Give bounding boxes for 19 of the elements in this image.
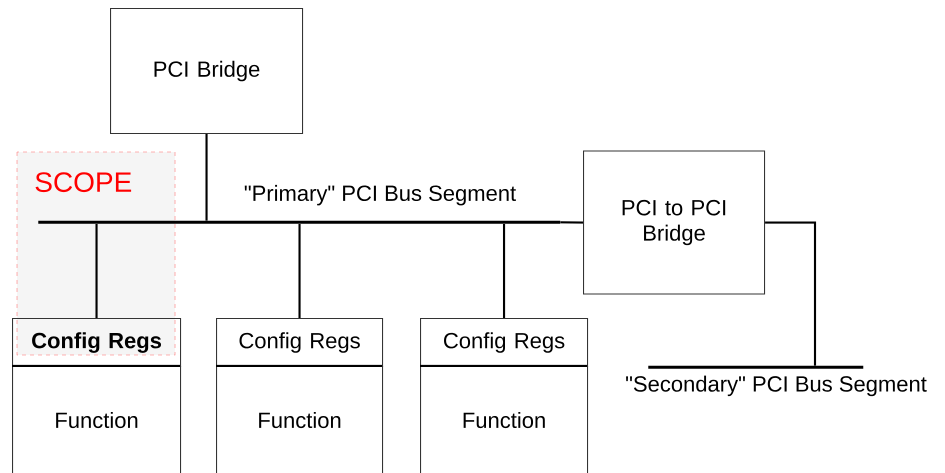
connector-line: [560, 221, 584, 224]
bus-label: "Secondary" PCI Bus Segment: [626, 376, 927, 396]
bridge-box: PCI to PCI Bridge: [583, 150, 766, 295]
register-box: Config Regs: [12, 318, 182, 368]
connector-line: [502, 224, 506, 318]
connector-line: [298, 224, 301, 318]
bus-line: [648, 366, 864, 369]
connector-line: [95, 224, 98, 318]
bus-line: [38, 220, 560, 224]
connector-line: [205, 134, 208, 220]
function-box: Function: [420, 366, 588, 473]
scope-label: SCOPE: [36, 172, 132, 192]
register-box: Config Regs: [420, 318, 588, 368]
bridge-box: PCI Bridge: [110, 8, 304, 134]
function-box: Function: [216, 366, 384, 473]
function-box: Function: [12, 366, 182, 473]
register-box: Config Regs: [216, 318, 384, 368]
connector-line: [765, 221, 816, 366]
bus-label: "Primary" PCI Bus Segment: [244, 184, 516, 206]
